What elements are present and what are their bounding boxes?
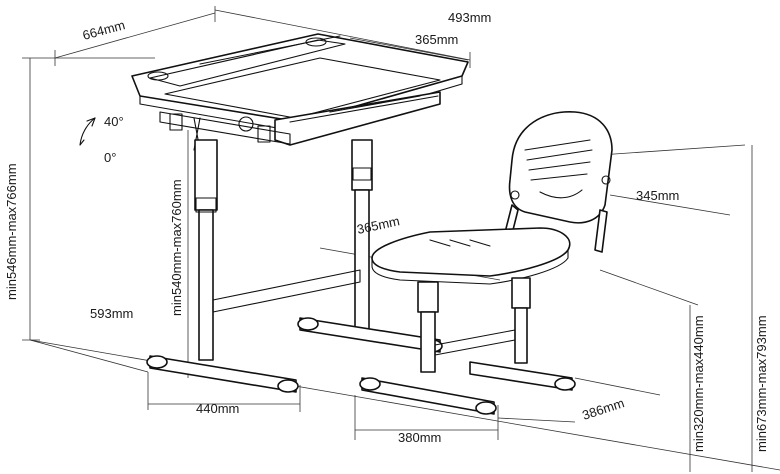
label-desk-base-depth: 593mm: [90, 306, 133, 321]
chair-illustration: [359, 111, 613, 415]
label-chair-total-height: min673mm-max793mm: [754, 315, 769, 452]
label-desk-leg-spacing: 440mm: [196, 401, 239, 416]
label-chair-seat-height: min320mm-max440mm: [691, 315, 706, 452]
label-chair-back-width: 345mm: [636, 188, 679, 203]
label-tilt-panel: 365mm: [415, 32, 458, 47]
label-chair-base-width: 380mm: [398, 430, 441, 445]
desk-illustration: [79, 33, 469, 393]
label-tilt-angle-max: 40°: [104, 114, 124, 129]
label-desk-width: 664mm: [81, 17, 127, 43]
label-desk-leg-height: min540mm-max760mm: [169, 179, 184, 316]
label-tilt-angle-min: 0°: [104, 150, 116, 165]
label-desk-depth: 493mm: [448, 10, 491, 25]
label-desk-height: min546mm-max766mm: [4, 163, 19, 300]
label-chair-base-depth: 386mm: [580, 395, 626, 423]
